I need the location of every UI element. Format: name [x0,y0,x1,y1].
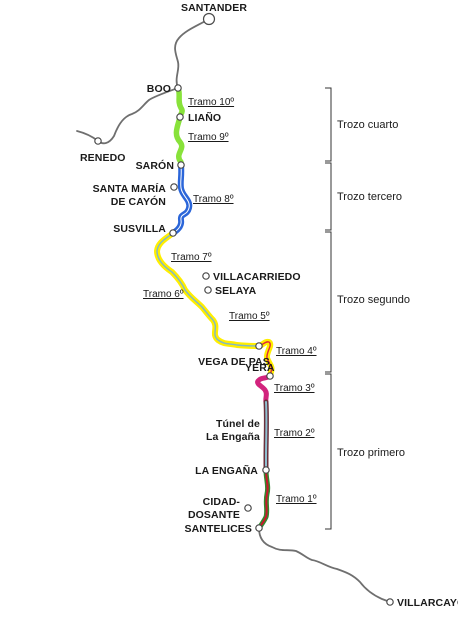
trozo-primero-bracket [325,373,332,530]
tramo-6-label: Tramo 6º [143,289,184,300]
renedo-marker [94,137,102,145]
trozo-primero-route [255,373,273,531]
trozo-cuarto-bracket [325,87,332,162]
cidad-dosante-label-line1: CIDAD- [203,496,241,508]
susvilla-marker [169,229,177,237]
line-boo-renedo [97,87,179,145]
trozo-labels: Trozo cuarto Trozo tercero Trozo segundo… [337,119,410,459]
saron-marker [177,161,185,169]
tramo-4-line-core [258,341,273,377]
trozo-brackets [325,87,332,530]
tramo-8-label: Tramo 8º [193,194,234,205]
trozo-cuarto-route [173,85,185,168]
villarcayo-label: VILLARCAYO [397,597,458,609]
villarcayo-marker [386,598,394,606]
trozo-cuarto-label: Trozo cuarto [337,119,398,131]
town-labels: SANTANDER BOO LIAÑO RENEDO SARÓN SANTA M… [80,2,458,609]
liano-marker [176,113,184,121]
santa-maria-label-line1: SANTA MARÍA [93,182,167,195]
tramo-7-label: Tramo 7º [171,252,212,263]
tramo-7-6-5-line-core [156,232,260,347]
vega-de-pas-marker [255,342,263,350]
saron-label: SARÓN [136,159,174,172]
trozo-segundo-label: Trozo segundo [337,294,410,306]
tramo-9-line [173,114,185,168]
trozo-tercero-label: Trozo tercero [337,191,402,203]
yera-marker [266,372,274,380]
station-markers [94,12,394,606]
tramo-4-label: Tramo 4º [276,346,317,357]
renedo-label: RENEDO [80,152,126,164]
yera-label: YERA [245,362,275,374]
liano-label: LIAÑO [188,111,221,124]
cidad-dosante-label-line2: DOSANTE [188,509,240,521]
tunel-label-line1: Túnel de [216,418,260,430]
selaya-marker [204,286,212,294]
santelices-label: SANTELICES [184,523,252,535]
trozo-segundo-route [154,230,275,379]
trozo-primero-label: Trozo primero [337,447,405,459]
trozo-tercero-route [170,162,193,236]
vega-de-pas-label: VEGA DE PAS [198,356,270,368]
tramo-3-label: Tramo 3º [274,383,315,394]
santa-maria-label-line2: DE CAYÓN [111,195,166,208]
susvilla-label: SUSVILLA [113,223,166,235]
tramo-1-label: Tramo 1º [276,494,317,505]
la-engana-marker [262,466,270,474]
tramo-3-line [255,373,273,405]
line-santelices-villarcayo [258,527,391,603]
tramo-labels: Tramo 10º Tramo 9º Tramo 8º Tramo 7º Tra… [143,97,317,505]
tramo-1-line-core [258,469,269,529]
cidad-dosante-marker [244,504,252,512]
tramo-10-label: Tramo 10º [188,97,234,108]
line-santander-boo [174,18,210,89]
tramo-8-line-core [172,164,190,234]
santander-label: SANTANDER [181,2,247,14]
boo-label: BOO [147,83,171,95]
santelices-marker [255,524,263,532]
santa-maria-marker [170,183,178,191]
villacarriedo-marker [202,272,210,280]
tramo-5-label: Tramo 5º [229,311,270,322]
santander-marker [202,12,216,26]
boo-marker [174,84,182,92]
la-engana-label: LA ENGAÑA [195,464,258,477]
trozo-segundo-bracket [325,231,332,373]
tramo-2-label: Tramo 2º [274,428,315,439]
tramo-9-label: Tramo 9º [188,132,229,143]
trozo-tercero-bracket [325,162,332,231]
tramo-10-line [175,85,185,120]
villacarriedo-label: VILLACARRIEDO [213,271,301,283]
tunel-label-line2: La Engaña [206,431,260,443]
selaya-label: SELAYA [215,285,257,297]
